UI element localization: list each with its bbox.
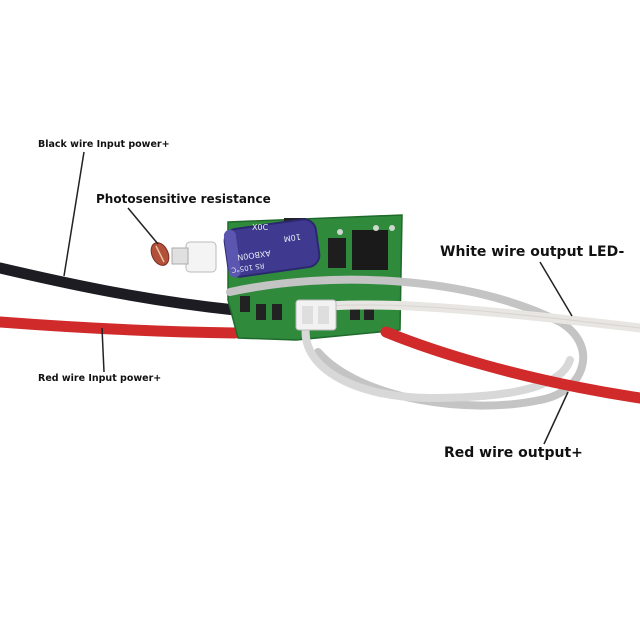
- red-output-wire: [380, 326, 640, 404]
- leader-white: [539, 261, 573, 317]
- photosensitive-label: Photosensitive resistance: [96, 192, 271, 206]
- output-connector: [295, 299, 337, 331]
- white-wire-label: White wire output LED-: [440, 244, 625, 260]
- leader-black: [63, 151, 85, 277]
- gray-wire-lower: [301, 322, 574, 403]
- leader-red-input: [101, 327, 105, 373]
- silkscreen-text: X0C: [252, 223, 269, 232]
- red-input-wire: [0, 316, 241, 339]
- red-output-label: Red wire output+: [444, 445, 583, 461]
- black-wire: [0, 262, 241, 316]
- leader-red-output: [543, 391, 569, 445]
- red-input-label: Red wire Input power+: [38, 373, 162, 384]
- leader-photo: [127, 207, 159, 245]
- capacitor: 10M AXBO0N RS 105°C: [223, 218, 321, 278]
- black-wire-label: Black wire Input power+: [38, 139, 170, 150]
- capacitor-marking: 10M: [283, 232, 301, 243]
- photoresistor: [150, 241, 217, 273]
